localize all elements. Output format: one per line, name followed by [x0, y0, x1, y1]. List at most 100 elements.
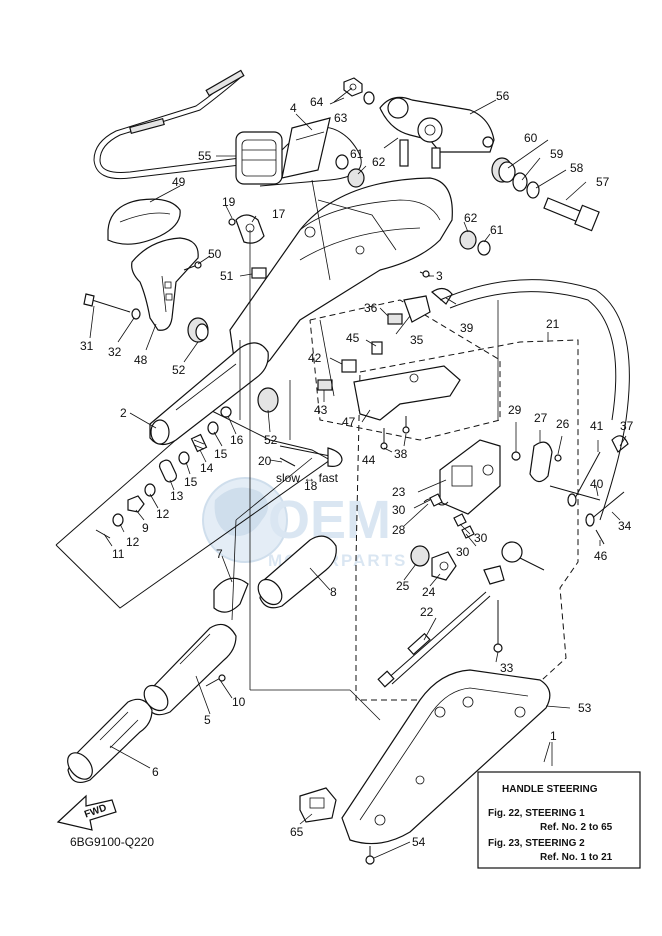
subassembly-box-21	[355, 339, 579, 701]
callout-40: 40	[590, 477, 604, 491]
callout-45: 45	[346, 331, 360, 345]
callout-9: 9	[142, 521, 149, 535]
part-35-lever	[403, 295, 431, 323]
part-8-throttle-tube	[257, 535, 337, 609]
part-62-bushing	[347, 168, 365, 188]
callout-51: 51	[220, 269, 234, 283]
subassembly-box-throttle	[309, 299, 501, 441]
callout-15a: 15	[184, 475, 198, 489]
callout-61a: 61	[350, 147, 364, 161]
callout-16: 16	[230, 433, 244, 447]
part-4-plate	[281, 117, 331, 179]
callout-6: 6	[152, 765, 159, 779]
part-46-pin	[595, 529, 605, 545]
callout-23: 23	[392, 485, 406, 499]
part-33-bolt	[493, 600, 503, 653]
part-27-gear	[529, 441, 553, 483]
callout-13: 13	[170, 489, 184, 503]
part-58-washer	[526, 181, 540, 199]
callout-29: 29	[508, 403, 522, 417]
part-43-damper	[317, 379, 333, 391]
part-60-collar	[491, 157, 516, 183]
part-48-grip	[131, 237, 199, 331]
part-25-seal	[410, 545, 430, 567]
info-box-line2: Ref. No. 2 to 65	[540, 822, 613, 833]
callout-21: 21	[546, 317, 560, 331]
callout-47: 47	[342, 415, 356, 429]
callout-12a: 12	[126, 535, 140, 549]
callout-20: 20	[258, 454, 272, 468]
callout-43: 43	[314, 403, 328, 417]
part-38-screw	[402, 416, 410, 434]
part-12-washer-b	[112, 513, 124, 527]
callout-52b: 52	[264, 433, 278, 447]
part-7-friction-plate	[213, 577, 249, 613]
callout-32: 32	[108, 345, 122, 359]
callout-42: 42	[308, 351, 322, 365]
callout-41: 41	[590, 419, 604, 433]
callout-53: 53	[578, 701, 592, 715]
part-9-nut	[127, 495, 145, 513]
part-3-screw	[419, 270, 431, 278]
callout-49: 49	[172, 175, 186, 189]
callout-30b: 30	[474, 531, 488, 545]
callout-62a: 62	[372, 155, 386, 169]
callout-25: 25	[396, 579, 410, 593]
callout-33: 33	[500, 661, 514, 675]
callout-55: 55	[198, 149, 212, 163]
part-15-washer	[207, 421, 219, 435]
callout-5: 5	[204, 713, 211, 727]
info-box: HANDLE STEERING Fig. 22, STEERING 1 Ref.…	[477, 771, 641, 869]
info-box-line4: Ref. No. 1 to 21	[540, 852, 613, 863]
part-54-screw	[365, 846, 375, 865]
callout-36: 36	[364, 301, 378, 315]
callout-26: 26	[556, 417, 570, 431]
callout-64: 64	[310, 95, 324, 109]
part-41-rod	[567, 451, 601, 507]
part-13-sleeve	[158, 459, 178, 483]
callout-62b: 62	[464, 211, 478, 225]
part-14-spring	[190, 433, 208, 453]
cable-loop	[439, 279, 630, 521]
part-cam-gear	[483, 541, 545, 585]
part-52-bushing	[187, 317, 209, 343]
part-40-link	[549, 485, 601, 501]
info-box-line3: Fig. 23, STEERING 2	[488, 838, 585, 849]
callout-37: 37	[620, 419, 634, 433]
part-24-knob	[431, 551, 457, 581]
callout-19: 19	[222, 195, 236, 209]
part-32-washer	[131, 308, 141, 320]
callout-14: 14	[200, 461, 214, 475]
part-53-bottom-cover	[341, 669, 551, 845]
callout-18: 18	[304, 479, 318, 493]
part-65-connector	[299, 787, 337, 823]
callout-60: 60	[524, 131, 538, 145]
leader-lines	[89, 87, 627, 859]
callout-58: 58	[570, 161, 584, 175]
part-42-guide	[341, 359, 357, 373]
throttle-cables	[93, 69, 245, 180]
callout-27: 27	[534, 411, 548, 425]
part-15-washer-b	[178, 451, 190, 465]
callout-34: 34	[618, 519, 632, 533]
part-2-shaft	[149, 342, 269, 446]
callout-3: 3	[436, 269, 443, 283]
part-49-cover	[107, 198, 181, 245]
callout-31: 31	[80, 339, 94, 353]
callout-12b: 12	[156, 507, 170, 521]
part-17-clamp	[235, 214, 265, 244]
part-34-rod	[585, 491, 625, 527]
part-31-bolt	[83, 293, 131, 313]
callout-10: 10	[232, 695, 246, 709]
callout-38: 38	[394, 447, 408, 461]
callout-30c: 30	[456, 545, 470, 559]
part-63-washer	[363, 91, 375, 105]
cable-loop-b	[449, 291, 617, 421]
callout-61b: 61	[490, 223, 504, 237]
callout-15b: 15	[214, 447, 228, 461]
part-23-switch-housing	[439, 439, 501, 515]
callout-24: 24	[422, 585, 436, 599]
part-36-damper	[387, 313, 403, 325]
callout-48: 48	[134, 353, 148, 367]
